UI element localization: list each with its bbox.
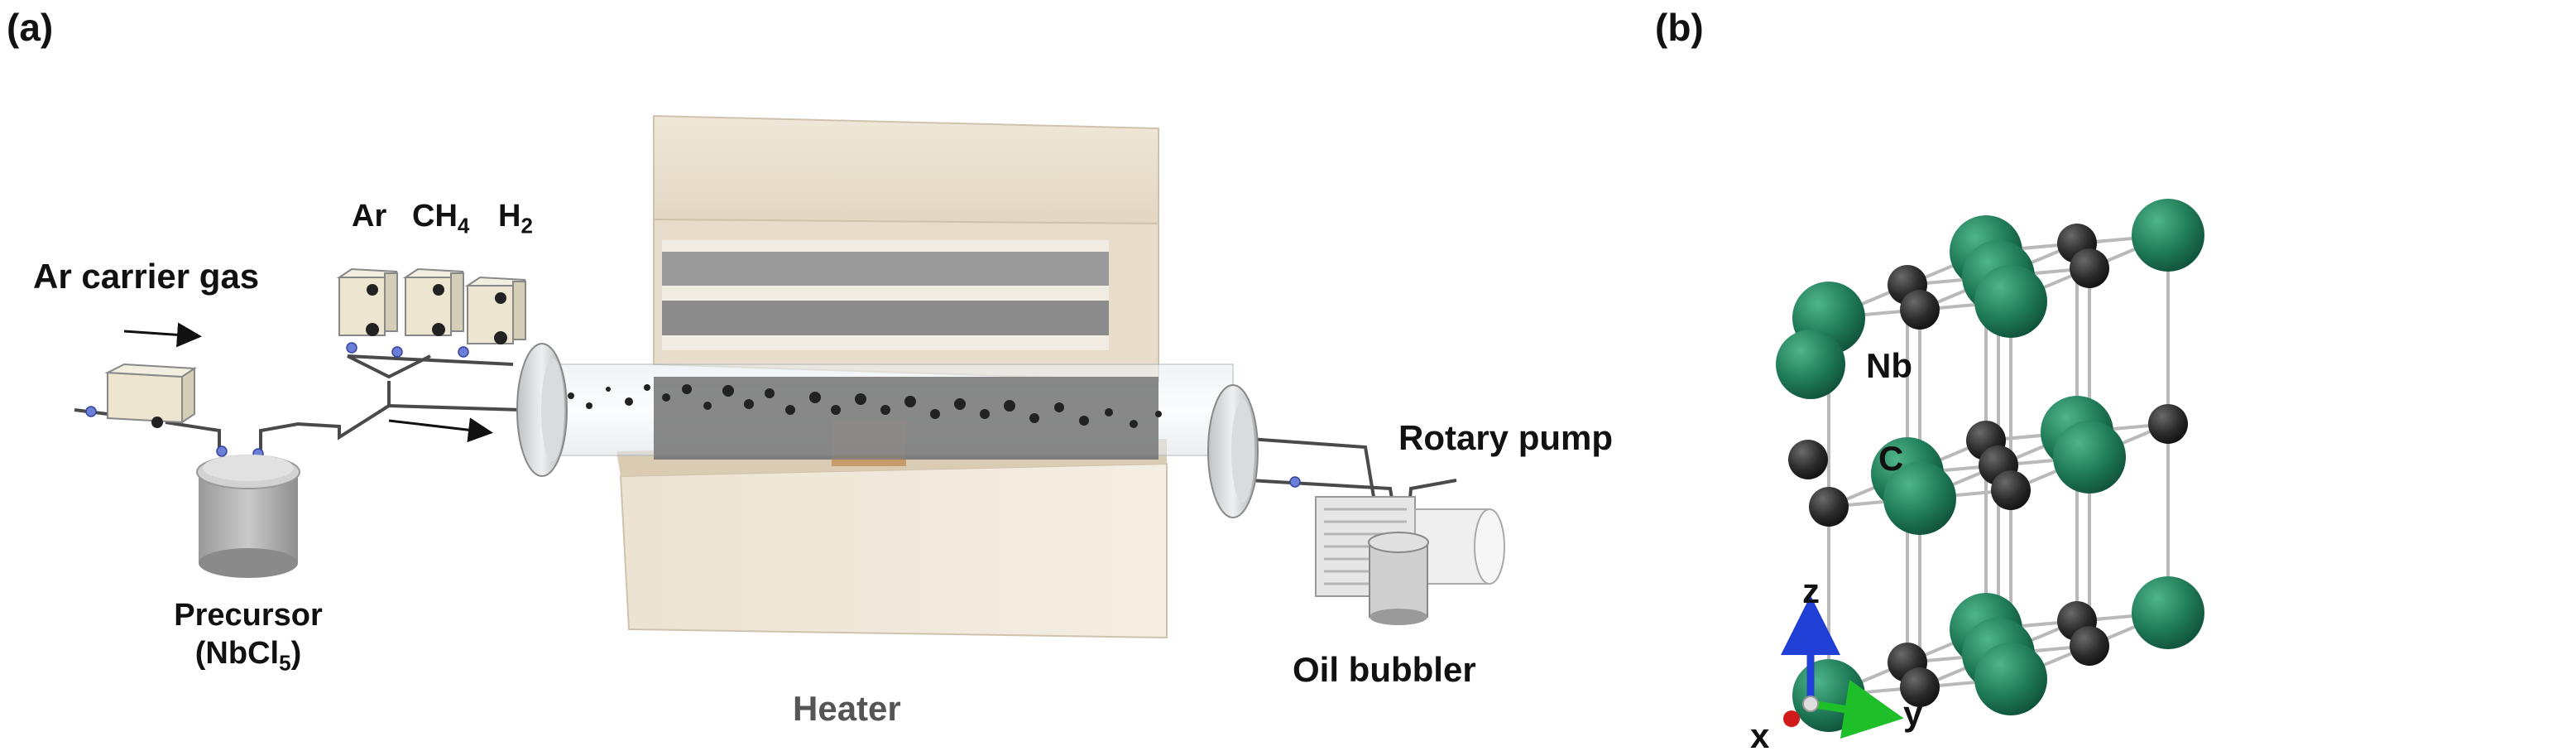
carrier-flow-arrow bbox=[123, 322, 202, 348]
oil-bubbler bbox=[1368, 532, 1429, 625]
right-flange bbox=[1207, 384, 1259, 518]
nb-atom bbox=[2132, 199, 2204, 272]
nb-atom bbox=[1974, 265, 2047, 338]
gas-ch4-sub: 4 bbox=[457, 213, 470, 238]
precursor-line2: (NbCl5) bbox=[161, 634, 335, 682]
ar-carrier-mfc bbox=[104, 363, 198, 428]
legend-nb-label: Nb bbox=[1866, 346, 1912, 385]
gas-ar-label: Ar bbox=[352, 199, 387, 234]
c-atom bbox=[2070, 626, 2109, 666]
c-atom bbox=[2070, 248, 2109, 288]
x-axis-label: x bbox=[1750, 716, 1770, 755]
x-axis-dot bbox=[1783, 710, 1800, 727]
heater-label: Heater bbox=[793, 689, 901, 728]
legend-c-swatch bbox=[1788, 440, 1828, 479]
rotary-pump bbox=[1315, 496, 1505, 597]
c-atom bbox=[1809, 487, 1849, 527]
c-atom bbox=[1900, 667, 1940, 707]
y-axis-arrow bbox=[1810, 679, 1904, 739]
nb-atom bbox=[1974, 643, 2047, 715]
legend-nb-swatch bbox=[1776, 330, 1845, 399]
rotary-pump-label: Rotary pump bbox=[1398, 418, 1614, 457]
panel-a-label: (a) bbox=[7, 6, 54, 49]
gas-mfc-ch4 bbox=[402, 267, 464, 336]
precursor-formula-base: (NbCl bbox=[194, 636, 280, 671]
gas-h2-sub: 2 bbox=[520, 213, 533, 238]
gas-h2-base: H bbox=[498, 199, 521, 234]
c-atom bbox=[1991, 470, 2031, 510]
precursor-line1: Precursor bbox=[174, 598, 323, 633]
y-axis-label: y bbox=[1903, 694, 1923, 733]
oil-bubbler-label: Oil bubbler bbox=[1293, 650, 1476, 689]
precursor-formula-tail: ) bbox=[290, 636, 302, 671]
nb-atom bbox=[2053, 421, 2126, 494]
ar-carrier-gas-label: Ar carrier gas bbox=[33, 257, 260, 296]
particles bbox=[568, 384, 1162, 428]
nb-atom bbox=[2132, 576, 2204, 649]
legend-c-label: C bbox=[1878, 439, 1904, 478]
axis-origin bbox=[1802, 696, 1819, 712]
gas-mfc-ar bbox=[336, 267, 398, 336]
c-atom bbox=[2148, 404, 2188, 444]
precursor-label: Precursor (NbCl5) bbox=[161, 596, 335, 682]
gas-mfc-h2 bbox=[464, 276, 526, 344]
panel-b-label: (b) bbox=[1655, 6, 1704, 49]
left-flange bbox=[516, 343, 568, 477]
z-axis-label: z bbox=[1802, 571, 1820, 610]
nb-atom bbox=[1883, 462, 1956, 535]
precursor-vessel bbox=[196, 455, 300, 578]
gas-h2-label: H2 bbox=[498, 199, 533, 239]
gas-ch4-base: CH bbox=[412, 199, 458, 234]
gas-ch4-label: CH4 bbox=[412, 199, 469, 239]
tube-flow-arrow bbox=[388, 417, 493, 443]
precursor-formula-sub: 5 bbox=[279, 650, 291, 676]
quartz-tube bbox=[545, 364, 1234, 460]
c-atom bbox=[1900, 290, 1940, 330]
valves bbox=[85, 342, 1301, 488]
